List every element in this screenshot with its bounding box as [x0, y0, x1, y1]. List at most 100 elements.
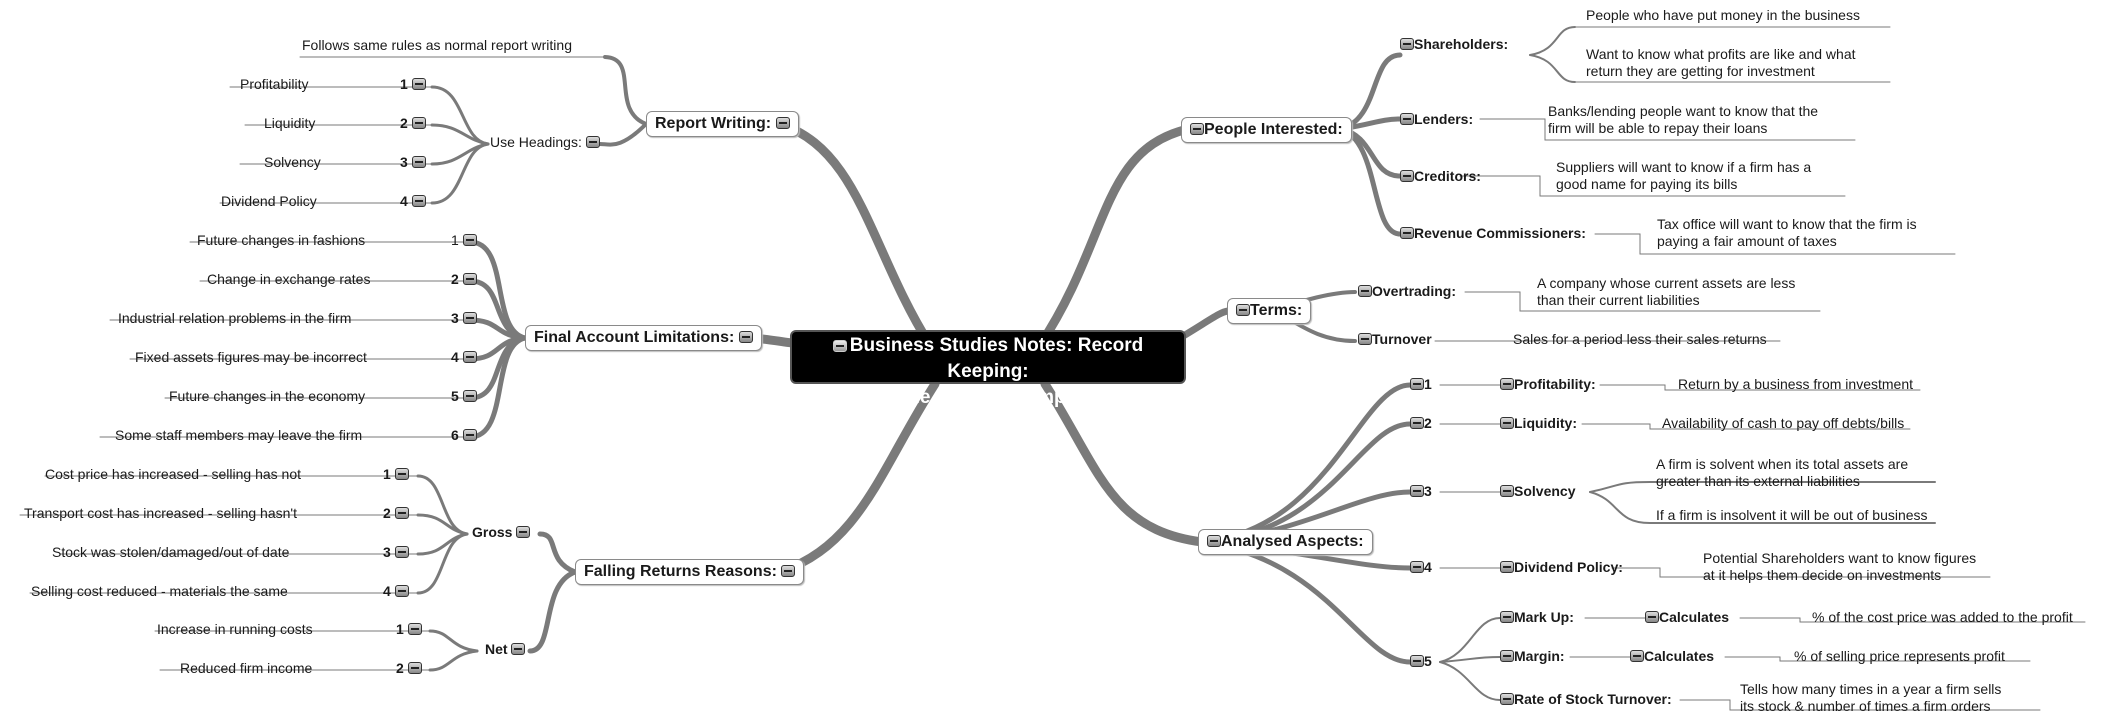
- aspect-number[interactable]: 5: [1410, 653, 1432, 670]
- collapse-icon[interactable]: [411, 117, 426, 129]
- heading-number[interactable]: 2: [400, 115, 426, 132]
- lenders-node[interactable]: Lenders:: [1400, 111, 1473, 128]
- collapse-icon[interactable]: [1500, 485, 1514, 497]
- collapse-icon[interactable]: [1410, 417, 1424, 429]
- aspect-number[interactable]: 2: [1410, 415, 1432, 432]
- heading-number[interactable]: 4: [400, 193, 426, 210]
- node-label: Rate of Stock Turnover:: [1514, 691, 1672, 707]
- collapse-icon[interactable]: [1410, 561, 1424, 573]
- collapse-icon[interactable]: [1400, 227, 1414, 239]
- net-number[interactable]: 2: [396, 660, 422, 677]
- collapse-icon[interactable]: [411, 195, 426, 207]
- collapse-icon[interactable]: [1500, 561, 1514, 573]
- heading-number[interactable]: 3: [400, 154, 426, 171]
- gross-number[interactable]: 2: [383, 505, 409, 522]
- lenders-note: Banks/lending people want to know that t…: [1548, 103, 1819, 119]
- collapse-icon[interactable]: [1358, 285, 1372, 297]
- collapse-icon[interactable]: [462, 429, 477, 441]
- collapse-icon[interactable]: [394, 507, 409, 519]
- collapse-icon[interactable]: [1400, 113, 1414, 125]
- collapse-icon[interactable]: [1500, 650, 1514, 662]
- collapse-icon[interactable]: [1358, 333, 1372, 345]
- number: 2: [1424, 415, 1432, 431]
- aspect-number[interactable]: 4: [1410, 559, 1432, 576]
- aspect-number[interactable]: 3: [1410, 483, 1432, 500]
- collapse-icon[interactable]: [394, 546, 409, 558]
- collapse-icon[interactable]: [462, 312, 477, 324]
- collapse-icon[interactable]: [738, 331, 753, 343]
- node-label: Liquidity:: [1514, 415, 1577, 431]
- number: 3: [451, 310, 459, 326]
- collapse-icon[interactable]: [462, 351, 477, 363]
- collapse-icon[interactable]: [462, 273, 477, 285]
- collapse-icon[interactable]: [407, 623, 422, 635]
- solvency-node[interactable]: Solvency: [1500, 483, 1575, 500]
- central-topic[interactable]: Business Studies Notes: Record Keeping: …: [790, 330, 1186, 408]
- overtrading-node[interactable]: Overtrading:: [1358, 283, 1456, 300]
- collapse-icon[interactable]: [407, 662, 422, 674]
- collapse-icon[interactable]: [1630, 650, 1644, 662]
- creditors-node[interactable]: Creditors:: [1400, 168, 1481, 185]
- topic-report-writing[interactable]: Report Writing:: [646, 111, 799, 137]
- collapse-icon[interactable]: [511, 643, 526, 655]
- collapse-icon[interactable]: [781, 565, 796, 577]
- profitability-node[interactable]: Profitability:: [1500, 376, 1596, 393]
- topic-final-account-limitations[interactable]: Final Account Limitations:: [525, 325, 762, 351]
- dividend-note: Potential Shareholders want to know figu…: [1703, 550, 1977, 566]
- collapse-icon[interactable]: [462, 390, 477, 402]
- collapse-icon[interactable]: [394, 585, 409, 597]
- turnover-node[interactable]: Turnover: [1358, 331, 1432, 348]
- gross-number[interactable]: 4: [383, 583, 409, 600]
- node-label: Net: [485, 641, 508, 657]
- limitation-number[interactable]: 1: [451, 232, 477, 249]
- margin-calculates-node[interactable]: Calculates: [1630, 648, 1714, 665]
- limitation-number[interactable]: 5: [451, 388, 477, 405]
- gross-node[interactable]: Gross: [472, 524, 531, 541]
- stock-turnover-node[interactable]: Rate of Stock Turnover:: [1500, 691, 1672, 708]
- collapse-icon[interactable]: [1410, 485, 1424, 497]
- dividend-policy-node[interactable]: Dividend Policy:: [1500, 559, 1623, 576]
- collapse-icon[interactable]: [1500, 611, 1514, 623]
- markup-calculates-node[interactable]: Calculates: [1645, 609, 1729, 626]
- gross-number[interactable]: 1: [383, 466, 409, 483]
- shareholders-node[interactable]: Shareholders:: [1400, 36, 1508, 53]
- collapse-icon[interactable]: [394, 468, 409, 480]
- limitation-number[interactable]: 6: [451, 427, 477, 444]
- limitation-number[interactable]: 3: [451, 310, 477, 327]
- topic-falling-returns[interactable]: Falling Returns Reasons:: [575, 559, 805, 585]
- net-node[interactable]: Net: [485, 641, 526, 658]
- topic-analysed-aspects[interactable]: Analysed Aspects:: [1198, 529, 1373, 555]
- collapse-icon[interactable]: [1410, 378, 1424, 390]
- collapse-icon[interactable]: [1500, 693, 1514, 705]
- collapse-icon[interactable]: [585, 136, 600, 148]
- topic-terms[interactable]: Terms:: [1227, 298, 1312, 324]
- collapse-icon[interactable]: [1400, 170, 1414, 182]
- collapse-icon[interactable]: [411, 78, 426, 90]
- collapse-icon[interactable]: [832, 340, 847, 352]
- net-number[interactable]: 1: [396, 621, 422, 638]
- collapse-icon[interactable]: [1207, 535, 1221, 547]
- heading-number[interactable]: 1: [400, 76, 426, 93]
- collapse-icon[interactable]: [1645, 611, 1659, 623]
- use-headings-node[interactable]: Use Headings:: [490, 134, 600, 151]
- aspect-number[interactable]: 1: [1410, 376, 1432, 393]
- collapse-icon[interactable]: [1400, 38, 1414, 50]
- collapse-icon[interactable]: [1500, 378, 1514, 390]
- markup-node[interactable]: Mark Up:: [1500, 609, 1574, 626]
- gross-number[interactable]: 3: [383, 544, 409, 561]
- margin-node[interactable]: Margin:: [1500, 648, 1565, 665]
- lenders-note: firm will be able to repay their loans: [1548, 120, 1768, 136]
- collapse-icon[interactable]: [1190, 123, 1204, 135]
- revenue-node[interactable]: Revenue Commissioners:: [1400, 225, 1586, 242]
- collapse-icon[interactable]: [1236, 304, 1250, 316]
- collapse-icon[interactable]: [775, 117, 790, 129]
- limitation-number[interactable]: 4: [451, 349, 477, 366]
- collapse-icon[interactable]: [1410, 655, 1424, 667]
- collapse-icon[interactable]: [516, 526, 531, 538]
- collapse-icon[interactable]: [1500, 417, 1514, 429]
- collapse-icon[interactable]: [411, 156, 426, 168]
- collapse-icon[interactable]: [462, 234, 477, 246]
- topic-people-interested[interactable]: People Interested:: [1181, 117, 1352, 143]
- liquidity-node[interactable]: Liquidity:: [1500, 415, 1577, 432]
- limitation-number[interactable]: 2: [451, 271, 477, 288]
